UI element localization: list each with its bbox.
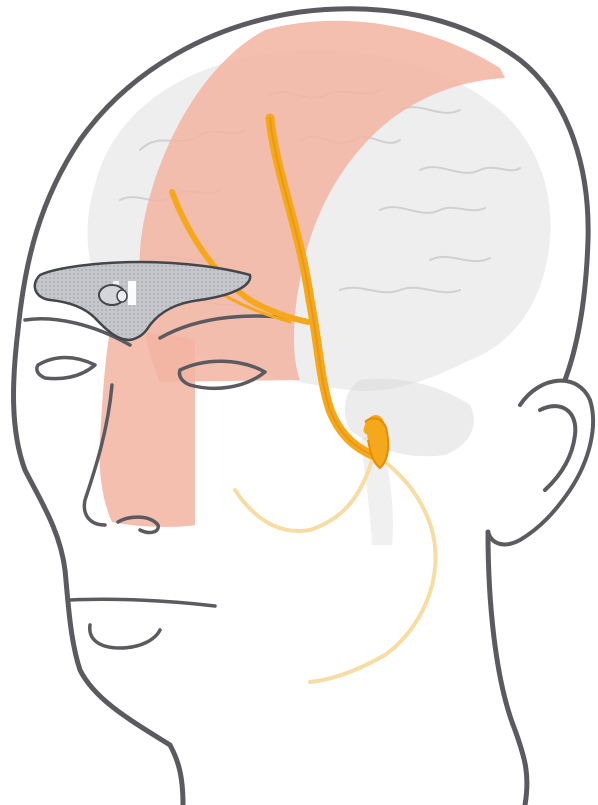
- eye-right: [37, 358, 95, 379]
- chin-line: [90, 625, 160, 648]
- mouth-line: [70, 599, 215, 606]
- ear-outline: [488, 381, 593, 545]
- device-contact-pad: [128, 281, 136, 305]
